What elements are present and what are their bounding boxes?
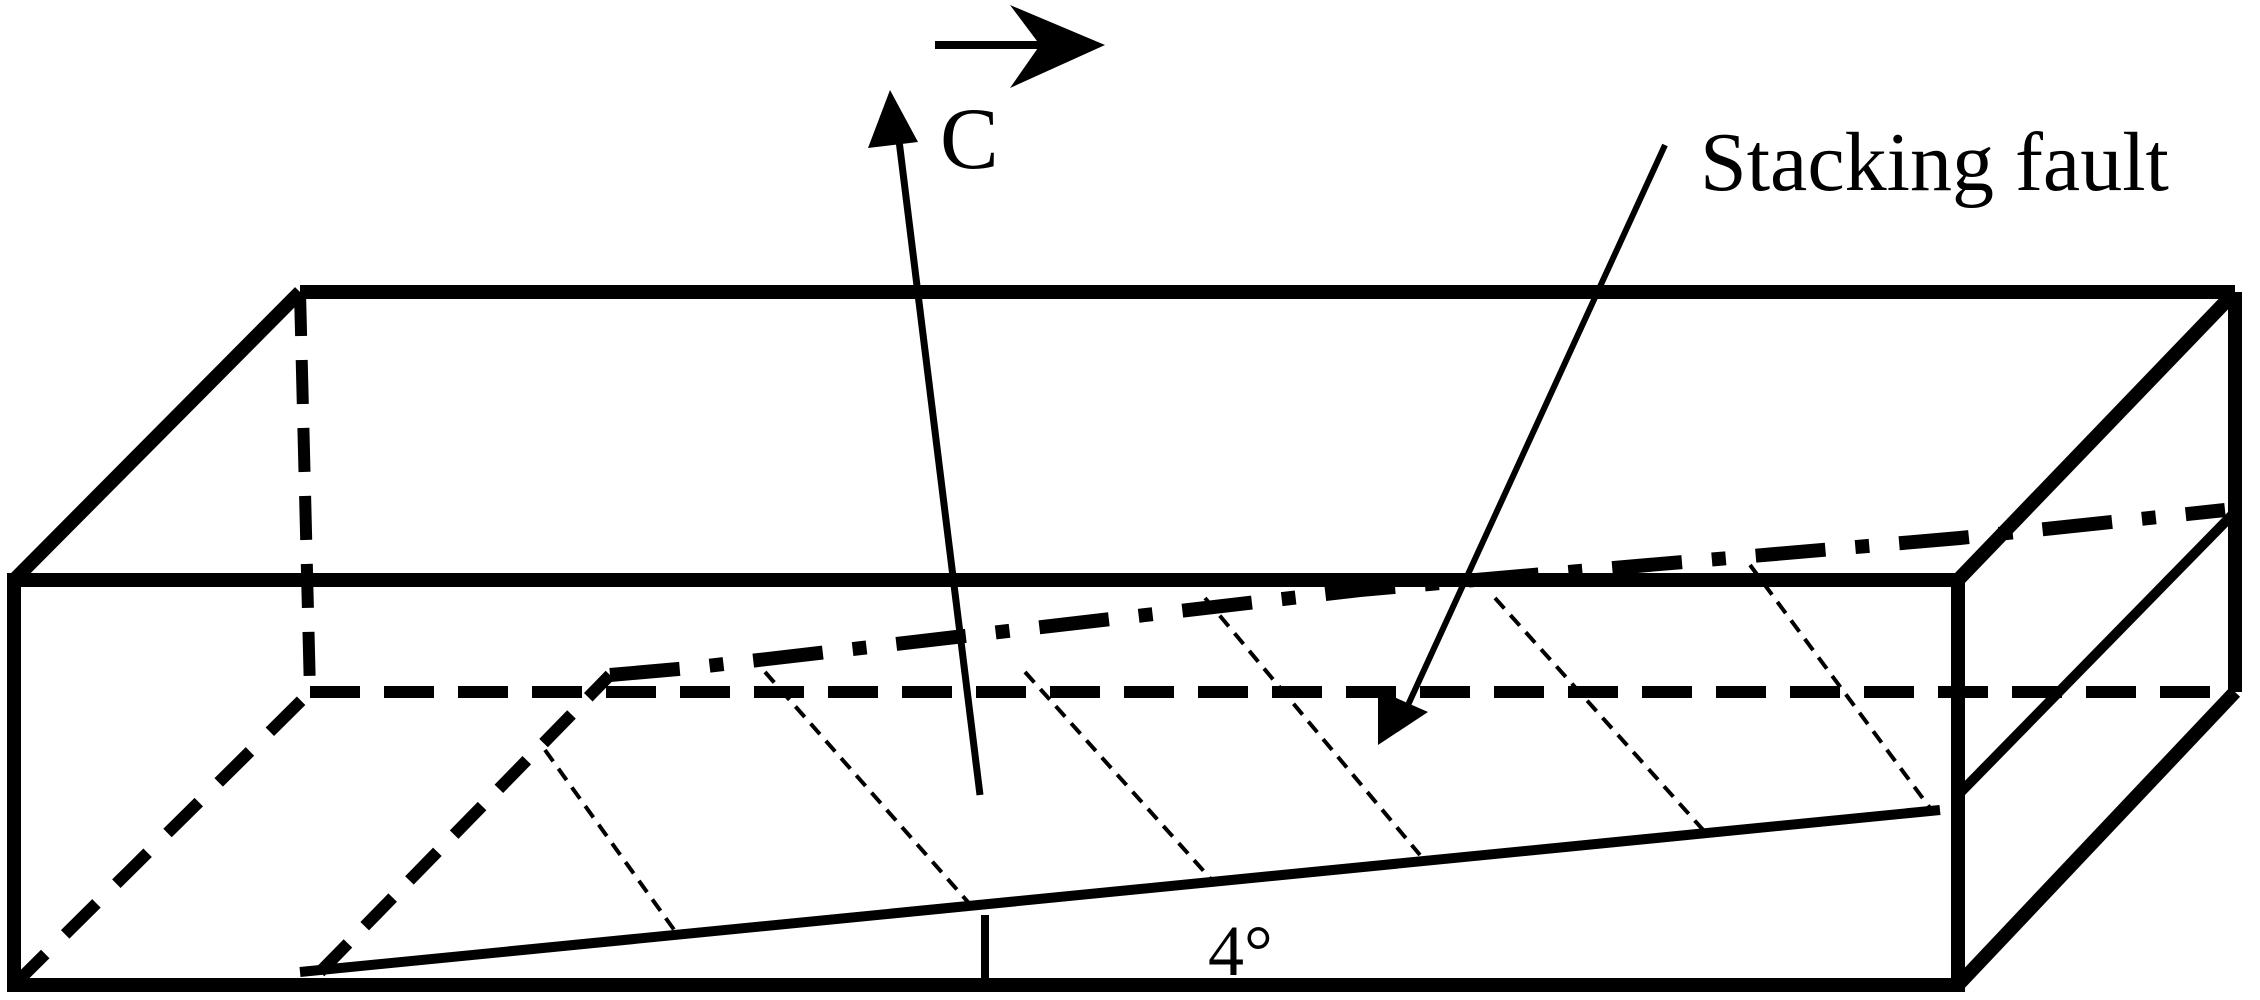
hidden-left-bottom-depth-edge [9, 687, 315, 990]
fault-plane-left-edge [315, 670, 615, 977]
hidden-back-vertical-edge [294, 291, 316, 693]
stacking-fault-hatch [543, 563, 1932, 940]
c-axis-arrow [891, 107, 984, 796]
stacking-fault-pointer-arrowhead [1378, 690, 1428, 745]
c-axis-arrowhead [868, 90, 918, 148]
right-face-fault-edge [1954, 508, 2239, 799]
angle-label: 4° [1208, 911, 1273, 991]
c-axis-label: C [940, 91, 999, 188]
right-bottom-depth-edge [1952, 687, 2241, 990]
tilted-surface-line [299, 805, 1941, 977]
stacking-fault-pointer [1405, 143, 1668, 707]
stacking-fault-label: Stacking fault [1700, 116, 2169, 209]
fault-plane-back-edge [609, 503, 2226, 682]
left-top-depth-edge [9, 287, 305, 585]
c-vector-arrowhead [1010, 5, 1105, 88]
